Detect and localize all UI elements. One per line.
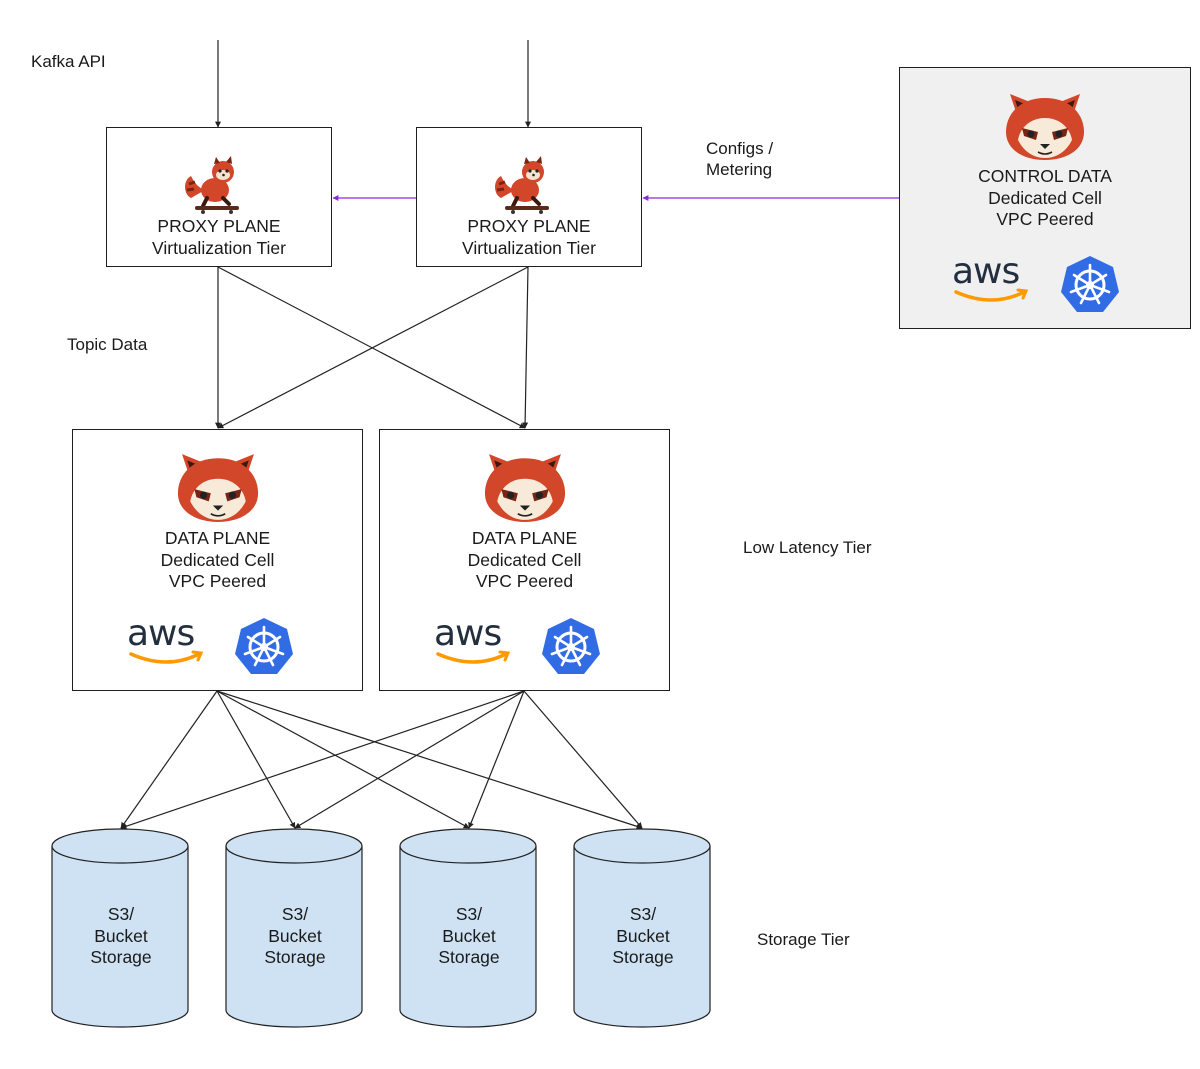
storage-line3-2: Storage xyxy=(264,947,326,967)
kubernetes-icon xyxy=(542,618,600,674)
storage-line2-1: Bucket xyxy=(94,925,148,946)
data-plane-line3-1: VPC Peered xyxy=(168,571,267,591)
proxy-plane-subtitle-2: Virtualization Tier xyxy=(462,237,596,258)
cylinder-shape xyxy=(399,828,537,1028)
storage-line3-3: Storage xyxy=(438,947,500,967)
control-data-title: CONTROL DATA xyxy=(978,166,1112,186)
aws-logo: aws xyxy=(127,616,207,672)
topic-arrow-p1-d2 xyxy=(217,266,526,429)
storage-bucket-2: S3/ Bucket Storage xyxy=(225,828,365,1028)
storage-line1-1: S3/ xyxy=(107,904,135,924)
configs-label-line2: Metering xyxy=(706,160,773,179)
proxy-plane-box-2: PROXY PLANE Virtualization Tier xyxy=(416,127,642,267)
cylinder-shape xyxy=(225,828,363,1028)
storage-arrow-d2-s2 xyxy=(294,690,525,829)
storage-line2-3: Bucket xyxy=(442,925,496,946)
storage-line3-4: Storage xyxy=(612,947,674,967)
storage-line1-3: S3/ xyxy=(455,904,483,924)
data-plane-title-1: DATA PLANE xyxy=(164,528,271,548)
storage-bucket-3: S3/ Bucket Storage xyxy=(399,828,539,1028)
aws-logo: aws xyxy=(434,616,514,672)
storage-arrow-d1-s2 xyxy=(216,690,296,829)
storage-line3-1: Storage xyxy=(90,947,152,967)
storage-arrow-d1-s1 xyxy=(120,690,218,829)
low-latency-tier-label: Low Latency Tier xyxy=(743,538,872,557)
storage-line1-2: S3/ xyxy=(281,904,309,924)
cylinder-shape xyxy=(51,828,189,1028)
storage-bucket-4: S3/ Bucket Storage xyxy=(573,828,713,1028)
proxy-plane-title-1: PROXY PLANE xyxy=(157,216,281,236)
data-plane-box-1: DATA PLANE Dedicated Cell VPC Peered aws xyxy=(72,429,363,691)
red-panda-skateboard-icon xyxy=(185,156,239,214)
topic-arrow-p2-d1 xyxy=(217,266,529,429)
control-data-line2: Dedicated Cell xyxy=(988,187,1102,208)
kafka-api-label: Kafka API xyxy=(31,52,106,71)
red-panda-skateboard-icon xyxy=(495,156,549,214)
storage-arrow-d1-s3 xyxy=(216,690,470,829)
red-panda-icon xyxy=(1006,94,1084,160)
control-data-line3: VPC Peered xyxy=(996,209,1094,229)
configs-metering-label: Configs / Metering xyxy=(706,138,773,180)
storage-tier-label: Storage Tier xyxy=(757,930,850,949)
storage-line1-4: S3/ xyxy=(629,904,657,924)
storage-arrow-d1-s4 xyxy=(216,690,643,830)
control-data-box: CONTROL DATA Dedicated Cell VPC Peered a… xyxy=(899,67,1191,329)
data-plane-line2-1: Dedicated Cell xyxy=(160,549,275,570)
topic-data-label: Topic Data xyxy=(67,335,148,354)
kubernetes-icon xyxy=(235,618,293,674)
storage-arrow-d2-s3 xyxy=(468,690,525,829)
proxy-plane-title-2: PROXY PLANE xyxy=(467,216,591,236)
red-panda-icon xyxy=(484,454,566,522)
storage-arrow-d2-s4 xyxy=(523,690,643,829)
storage-line2-2: Bucket xyxy=(268,925,322,946)
cylinder-shape xyxy=(573,828,711,1028)
aws-logo: aws xyxy=(952,254,1032,310)
storage-bucket-1: S3/ Bucket Storage xyxy=(51,828,191,1028)
configs-label-line1: Configs / xyxy=(706,139,774,158)
topic-arrow-p2-d2 xyxy=(522,266,529,429)
data-plane-title-2: DATA PLANE xyxy=(471,528,578,548)
data-plane-box-2: DATA PLANE Dedicated Cell VPC Peered aws xyxy=(379,429,670,691)
proxy-plane-box-1: PROXY PLANE Virtualization Tier xyxy=(106,127,332,267)
red-panda-icon xyxy=(177,454,259,522)
data-plane-line2-2: Dedicated Cell xyxy=(467,549,582,570)
proxy-plane-subtitle-1: Virtualization Tier xyxy=(152,237,286,258)
data-plane-line3-2: VPC Peered xyxy=(475,571,574,591)
storage-line2-4: Bucket xyxy=(616,925,670,946)
storage-arrow-d2-s1 xyxy=(120,690,525,830)
kubernetes-icon xyxy=(1061,256,1119,312)
